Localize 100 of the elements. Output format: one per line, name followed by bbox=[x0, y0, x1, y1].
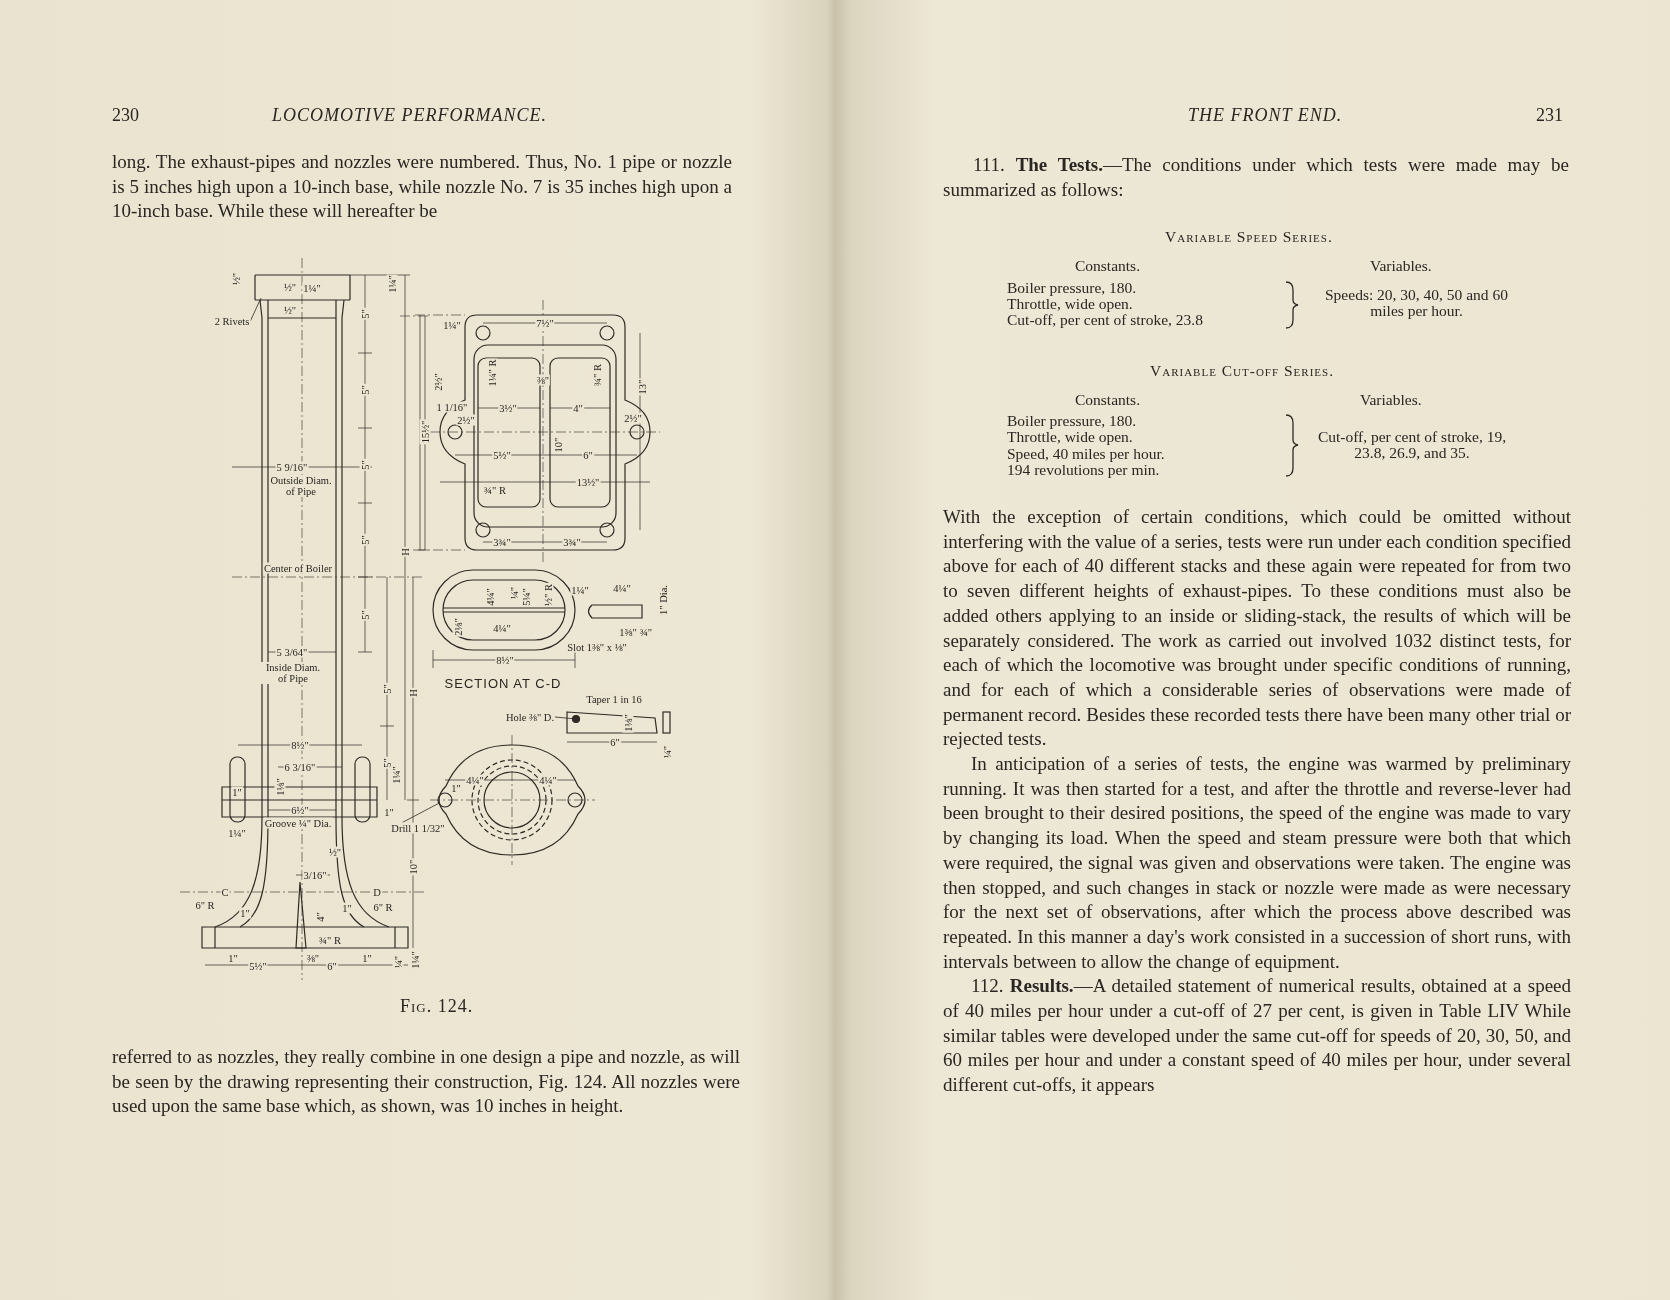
dimension-label: 5" bbox=[381, 757, 393, 769]
dimension-label: 5 3/64" bbox=[275, 646, 309, 658]
figure-caption: Fig. 124. bbox=[400, 996, 474, 1017]
dimension-label: 1¼" R bbox=[486, 358, 498, 388]
callout-label: Drill 1 1/32" bbox=[390, 822, 446, 834]
dimension-label: 1" bbox=[450, 782, 462, 794]
paragraph: 112. Results.—A detailed statement of numerical results, obtained at a speed of 40 miles per hour under a cut-off of 27 per cent, is given in Table LIV While similar tables were developed under the same cut-off for speeds of 20, 30, 50, and 60 miles per hour and under a constant speed of 40 miles per hour, under several different cut-offs, it appears bbox=[943, 974, 1571, 1098]
dimension-label: 5" bbox=[381, 683, 393, 695]
dimension-label: 1¼" bbox=[302, 282, 322, 294]
dimension-label: 2½" bbox=[456, 414, 476, 426]
dimension-label: 5¼" bbox=[520, 587, 532, 607]
table-text: Speeds: 20, 30, 40, 50 and 60 miles per hour. bbox=[1324, 287, 1509, 319]
dimension-label: 4" bbox=[314, 911, 326, 923]
dimension-label: 1" bbox=[361, 952, 373, 964]
dimension-label: 6 3/16" bbox=[283, 761, 317, 773]
dimension-label: C bbox=[220, 886, 230, 898]
dimension-label: 13½" bbox=[575, 476, 601, 488]
dimension-label: 6" bbox=[326, 960, 338, 972]
table-text: Boiler pressure, 180. bbox=[1007, 280, 1137, 296]
dimension-label: H bbox=[407, 688, 419, 698]
dimension-label: ½" bbox=[327, 846, 343, 858]
paragraph: With the exception of certain conditions, which could be omitted without interfering with the value of a series, tests were run under each condition specified above for each of 40 different stacks and these again were repeated for from two to seven different heights of exhaust-pipes. To these conditions must also be added others applying to an inside or sliding-stack, the results of which will be separately considered. The work as carried out involved 1032 distinct tests, for each of which the locomotive was brought under specific conditions of running, and for each of which a considerable series of observations were made of permanent record. Besides these recorded tests there have been many other trial or rejected tests. bbox=[943, 505, 1571, 752]
bolt-hole bbox=[571, 714, 581, 724]
dimension-label: ⅜" bbox=[535, 374, 551, 386]
dimension-label: 2½" bbox=[623, 412, 643, 424]
column-heading: Variables. bbox=[1360, 392, 1422, 408]
dimension-label: 1¼" bbox=[390, 765, 402, 785]
dimension-label: 4¼" bbox=[492, 622, 512, 634]
leader-line bbox=[401, 802, 440, 823]
dimension-label: 8½" bbox=[495, 654, 515, 666]
dimension-label: 5½" bbox=[492, 449, 512, 461]
dimension-label: 5½" bbox=[248, 960, 268, 972]
dimension-label: H bbox=[399, 547, 411, 557]
dimension-label: 1" bbox=[383, 806, 395, 818]
dimension-label: 6" bbox=[582, 449, 594, 461]
dimension-label: 10" bbox=[552, 436, 564, 454]
page-number: 231 bbox=[1536, 105, 1563, 126]
dimension-label: 1 1/16" bbox=[435, 401, 469, 413]
callout-label: Hole ⅜" D. bbox=[505, 711, 555, 723]
dimension-label: 5 9/16" bbox=[275, 461, 309, 473]
dimension-label: ¾" R bbox=[483, 484, 507, 496]
dimension-label: 1⅛" bbox=[622, 713, 634, 733]
dimension-label: 6" R bbox=[194, 899, 216, 911]
table-text: Boiler pressure, 180. bbox=[1007, 413, 1137, 429]
dimension-label: 4¼" bbox=[484, 587, 496, 607]
dimension-label: 1" bbox=[239, 907, 251, 919]
table-text: Speed, 40 miles per hour. bbox=[1007, 446, 1165, 462]
table-heading: Variable Cut-off Series. bbox=[1150, 363, 1334, 379]
paragraph: In anticipation of a series of tests, the engine was warmed by preliminary running. It was then started for a test, and after the throttle and reverse-lever had been brought to their desired positions, the speed of the engine was made to vary by changing its load. When the speed and steam pressure were both that which were required, the signal was given and observations were taken. The engine was then stopped, and such changes in stack or nozzle were made as were necessary for the next set of observations, after which the process above described was repeated. In this manner a day's work consisted in a succession of short runs, with intervals between to allow the change of equipment. bbox=[943, 752, 1571, 974]
dimension-label: 7½" bbox=[535, 317, 555, 329]
dimension-label: Outside Diam. of Pipe bbox=[269, 475, 333, 497]
page-number: 230 bbox=[112, 105, 139, 126]
dimension-label: 1⅜" bbox=[618, 626, 638, 638]
dimension-label: 4¼" bbox=[612, 582, 632, 594]
dimension-label: 8½" bbox=[290, 739, 310, 751]
table-text: Throttle, wide open. bbox=[1007, 296, 1133, 312]
dimension-label: 1¼" bbox=[409, 950, 421, 970]
dimension-label: 1" Dia. bbox=[657, 584, 669, 616]
dimension-label: 1⅛" bbox=[274, 777, 286, 797]
dimension-label: Groove ¼" Dia. bbox=[263, 817, 333, 829]
dimension-label: Center of Boiler bbox=[262, 562, 334, 574]
dimension-label: 10" bbox=[407, 858, 419, 876]
dimension-label: 3¾" bbox=[492, 536, 512, 548]
dimension-label: 6½" bbox=[290, 804, 310, 816]
paragraph: 111. The Tests.—The conditions under which tests were made may be summarized as follows: bbox=[943, 153, 1569, 202]
dimension-label: 4" bbox=[572, 402, 584, 414]
dimension-label: 1" bbox=[231, 786, 243, 798]
dimension-label: 3¾" bbox=[562, 536, 582, 548]
dimension-label: 1¼" bbox=[570, 584, 590, 596]
leader-line bbox=[554, 716, 573, 720]
dimension-label: 4¼" bbox=[538, 774, 558, 786]
dimension-label: 6" bbox=[609, 736, 621, 748]
running-head: THE FRONT END. bbox=[1188, 105, 1343, 126]
dimension-label: 15½" bbox=[419, 419, 431, 445]
table-text: Throttle, wide open. bbox=[1007, 429, 1133, 445]
dimension-label: ¼" bbox=[661, 744, 673, 760]
dimension-label: 2½" bbox=[432, 372, 444, 392]
table-text: 194 revolutions per min. bbox=[1007, 462, 1160, 478]
dimension-label: 1¼" bbox=[227, 827, 247, 839]
dimension-label: ¾" bbox=[638, 626, 654, 638]
bolt-hole bbox=[437, 792, 453, 808]
dimension-label: ¼" bbox=[508, 585, 520, 601]
dimension-label: ¾" R bbox=[591, 363, 603, 387]
table-text: Cut-off, per cent of stroke, 19, 23.8, 26.9, and 35. bbox=[1316, 429, 1508, 461]
column-heading: Constants. bbox=[1075, 392, 1141, 408]
dimension-label: ½" bbox=[282, 281, 298, 293]
column-heading: Variables. bbox=[1370, 258, 1432, 274]
dimension-label: Taper 1 in 16 bbox=[585, 693, 643, 705]
dimension-label: 4¼" bbox=[465, 774, 485, 786]
dimension-label: ½" bbox=[282, 304, 298, 316]
dimension-label: 1¼" bbox=[442, 319, 462, 331]
dimension-label: 3/16" bbox=[302, 869, 328, 881]
callout-label: 2 Rivets bbox=[213, 315, 251, 327]
dimension-label: 2⅛" bbox=[452, 617, 464, 637]
dimension-label: ¼" bbox=[392, 954, 404, 970]
dimension-label: 1" bbox=[227, 952, 239, 964]
column-heading: Constants. bbox=[1075, 258, 1141, 274]
dimension-label: 3½" bbox=[498, 402, 518, 414]
dimension-label: 1¼" bbox=[386, 274, 398, 294]
dimension-label: ½" bbox=[230, 271, 242, 287]
